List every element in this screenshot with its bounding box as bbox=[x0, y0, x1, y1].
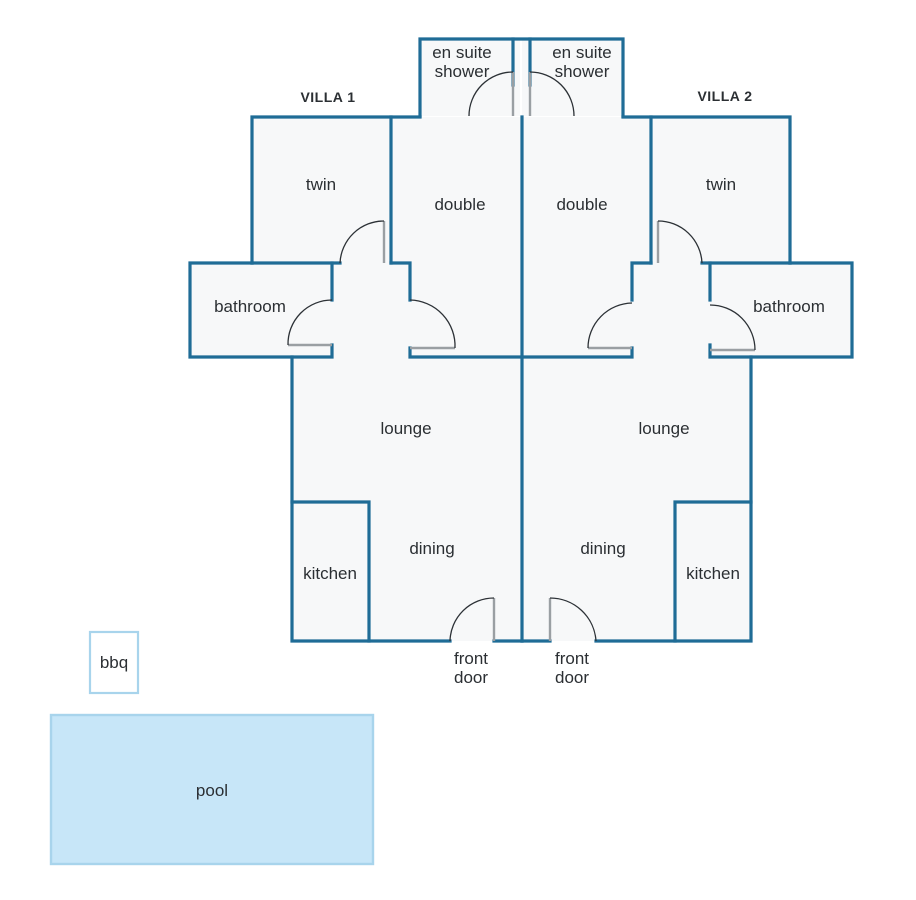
villa1-kitchen-wall bbox=[290, 500, 371, 643]
villa1-ensuite-label-line1: en suite bbox=[432, 43, 492, 62]
villa2-bathroom-floor bbox=[710, 263, 852, 357]
villa2-double-door[interactable] bbox=[587, 302, 633, 350]
pool bbox=[49, 713, 375, 866]
villa2-outer-lower-wall bbox=[594, 355, 753, 643]
villa1-outer-lower-wall bbox=[290, 355, 452, 643]
villa2-ensuite-door[interactable] bbox=[528, 71, 575, 117]
villa2-double-label: double bbox=[556, 195, 607, 214]
villa2-front-door[interactable] bbox=[548, 597, 597, 642]
villa1-ensuite-door[interactable] bbox=[468, 71, 515, 117]
villa2-twin-door[interactable] bbox=[656, 220, 703, 264]
villa1-twin-wall bbox=[250, 115, 422, 265]
villa2-lower-floor bbox=[522, 357, 751, 641]
villa1-double-label: double bbox=[434, 195, 485, 214]
villa1-twin-door[interactable] bbox=[339, 220, 386, 264]
villa1-title: VILLA 1 bbox=[300, 89, 355, 105]
villa1-double-door[interactable] bbox=[409, 299, 456, 350]
villa1-lower-floor bbox=[292, 357, 522, 641]
villa1-front-door-label-line1: front bbox=[454, 649, 488, 668]
floor-fills bbox=[190, 39, 852, 641]
villa2-kitchen-label: kitchen bbox=[686, 564, 740, 583]
villa2-ensuite-label-line1: en suite bbox=[552, 43, 612, 62]
villa2-bathroom-wall bbox=[708, 261, 854, 359]
villa1-twin-label: twin bbox=[306, 175, 336, 194]
villa1-bathroom-wall bbox=[188, 261, 334, 359]
villa1-dining-label: dining bbox=[409, 539, 454, 558]
pool-label: pool bbox=[196, 781, 228, 800]
villa2-double-bottom-wall bbox=[520, 346, 634, 359]
ensuite-outer-wall bbox=[418, 37, 625, 118]
villa1-lounge-label: lounge bbox=[380, 419, 431, 438]
villa2-lounge-label: lounge bbox=[638, 419, 689, 438]
villa2-kitchen-wall bbox=[673, 500, 753, 643]
villa2-dining-label: dining bbox=[580, 539, 625, 558]
villa1-ensuite-label-line2: shower bbox=[435, 62, 490, 81]
bbq-area bbox=[88, 630, 140, 695]
doors bbox=[287, 71, 756, 642]
villa1-bathroom-door[interactable] bbox=[287, 299, 333, 347]
walls bbox=[188, 37, 854, 643]
villa1-kitchen-label: kitchen bbox=[303, 564, 357, 583]
villa1-hall-wall-right bbox=[389, 261, 412, 302]
villa1-ensuite-floor bbox=[420, 39, 520, 116]
villa1-bathroom-floor bbox=[190, 263, 332, 357]
villa2-twin-label: twin bbox=[706, 175, 736, 194]
villa2-title: VILLA 2 bbox=[697, 88, 752, 104]
villa2-bathroom-door[interactable] bbox=[709, 304, 756, 352]
villa2-bathroom-label: bathroom bbox=[753, 297, 825, 316]
villa1-bathroom-label: bathroom bbox=[214, 297, 286, 316]
villa1-front-door[interactable] bbox=[449, 597, 496, 642]
villa2-hall-wall-left bbox=[630, 261, 653, 302]
villa1-front-door-label-line2: door bbox=[454, 668, 488, 687]
villa2-front-door-label-line2: door bbox=[555, 668, 589, 687]
villa2-front-door-label-line1: front bbox=[555, 649, 589, 668]
villa2-twin-wall bbox=[621, 115, 792, 265]
bbq-label: bbq bbox=[100, 653, 128, 672]
villa2-ensuite-label-line2: shower bbox=[555, 62, 610, 81]
villa1-double-bottom-wall bbox=[408, 346, 524, 359]
labels: VILLA 1 VILLA 2 en suite shower en suite… bbox=[100, 43, 825, 800]
